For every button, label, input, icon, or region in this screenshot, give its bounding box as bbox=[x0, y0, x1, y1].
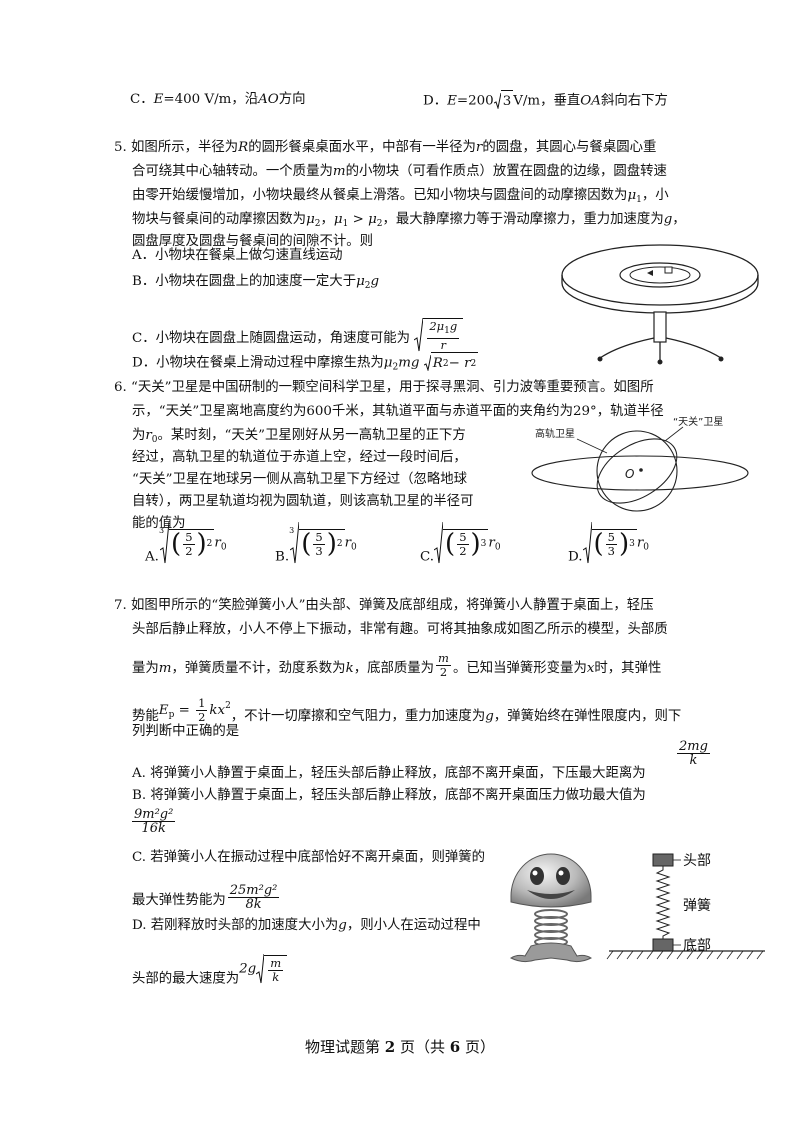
smiley-spring-toy-figure bbox=[510, 853, 592, 963]
q7-line5: 列判断中正确的是 bbox=[132, 724, 240, 739]
q6-line4: 经过，高轨卫星的轨道位于赤道上空，经过一段时间后， bbox=[132, 450, 467, 465]
table-post bbox=[653, 311, 667, 343]
earth-circle bbox=[596, 430, 678, 512]
q6-line3: 为r0。某时刻，“天关”卫星刚好从另一高轨卫星的正下方 bbox=[132, 428, 466, 445]
label-tianguan: “天关”卫星 bbox=[673, 415, 723, 428]
label-base: 底部 bbox=[683, 938, 711, 954]
q7-line1: 7. 如图甲所示的“笑脸弹簧小人”由头部、弹簧及底部组成，将弹簧小人静置于桌面上… bbox=[114, 598, 654, 613]
high-orbit bbox=[531, 455, 749, 491]
q7-option-d-line1: D. 若刚释放时头部的加速度大小为g，则小人在运动过程中 bbox=[132, 918, 481, 933]
q5-line5: 圆盘厚度及圆盘与餐桌间的间隙不计。则 bbox=[132, 234, 374, 249]
label-center-o: O bbox=[625, 467, 634, 481]
label-spring: 弹簧 bbox=[683, 898, 711, 914]
q6-line6: 自转），两卫星轨道均视为圆轨道，则该高轨卫星的半径可 bbox=[132, 494, 474, 509]
label-head: 头部 bbox=[683, 853, 711, 869]
right-eye-icon bbox=[556, 867, 570, 885]
q5-option-a: A．小物块在餐桌上做匀速直线运动 bbox=[132, 248, 343, 263]
label-high-satellite: 高轨卫星 bbox=[535, 427, 575, 440]
q7-option-c-line1: C. 若弹簧小人在振动过程中底部恰好不离开桌面，则弹簧的 bbox=[132, 850, 486, 865]
q5-line1: 5. 如图所示，半径为R的圆形餐桌桌面水平，中部有一半径为r的圆盘，其圆心与餐桌… bbox=[114, 140, 657, 155]
page-footer: 物理试题第 2 页（共 6 页） bbox=[305, 1038, 495, 1056]
option-c-prev: C．E=400 V/m，沿AO方向 bbox=[130, 92, 306, 107]
smile-icon bbox=[527, 890, 575, 899]
model-spring bbox=[655, 866, 671, 939]
rotation-arrow-icon bbox=[647, 270, 653, 276]
satellite-orbit-figure: 高轨卫星 “天关”卫星 O bbox=[531, 415, 749, 512]
round-table-figure bbox=[561, 244, 759, 365]
q6-line5: “天关”卫星在地球另一侧从高轨卫星下方经过（忽略地球 bbox=[132, 472, 468, 487]
q7-option-b: B. 将弹簧小人静置于桌面上，轻压头部后静止释放，底部不离开桌面压力做功最大值为 bbox=[132, 788, 646, 803]
q5-line4: 物块与餐桌间的动摩擦因数为μ2，μ1 > μ2，最大静摩擦力等于滑动摩擦力，重力… bbox=[132, 212, 686, 229]
q5-line2: 合可绕其中心轴转动。一个质量为m的小物块（可看作质点）放置在圆盘的边缘，圆盘转速 bbox=[132, 164, 667, 179]
q5-line3: 由零开始缓慢增加，小物块最终从餐桌上滑落。已知小物块与圆盘间的动摩擦因数为μ1，… bbox=[132, 188, 669, 205]
q7-line2: 头部后静止释放，小人不停上下振动，非常有趣。可将其抽象成如图乙所示的模型，头部质 bbox=[132, 622, 668, 637]
spring-model-figure: 头部 弹簧 底部 bbox=[606, 853, 765, 960]
left-eye-icon bbox=[530, 867, 544, 885]
small-block bbox=[664, 266, 673, 274]
model-base-block bbox=[652, 938, 674, 952]
q7-option-a: A. 将弹簧小人静置于桌面上，轻压头部后静止释放，底部不离开桌面，下压最大距离为 bbox=[132, 766, 646, 781]
model-head-block bbox=[652, 853, 674, 867]
q6-line7: 能的值为 bbox=[132, 516, 186, 531]
q6-line1: 6. “天关”卫星是中国研制的一颗空间科学卫星，用于探寻黑洞、引力波等重要预言。… bbox=[114, 380, 654, 395]
q5-option-b: B．小物块在圆盘上的加速度一定大于μ2g bbox=[132, 274, 380, 291]
tianguan-orbit bbox=[596, 438, 678, 504]
q6-line2: 示，“天关”卫星离地高度约为600千米，其轨道平面与赤道平面的夹角约为29°，轨… bbox=[132, 404, 664, 419]
